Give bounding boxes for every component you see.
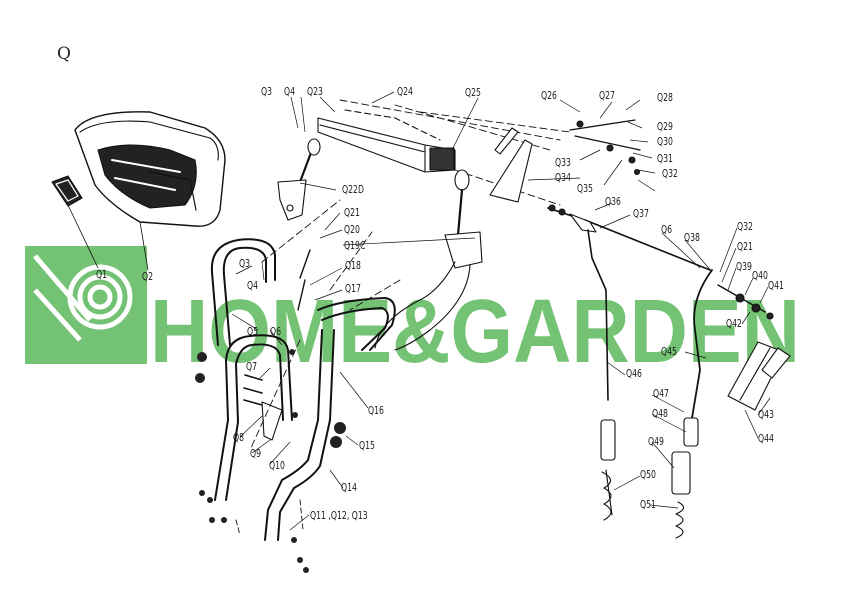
part-label: Q7: [246, 361, 258, 373]
part-label: Q32: [737, 221, 753, 233]
figure-label: Q: [57, 44, 71, 64]
part-label: Q41: [768, 280, 784, 292]
part-label: Q33: [555, 157, 571, 169]
part-label: Q49: [648, 436, 664, 448]
part-label: Q26: [541, 90, 557, 102]
cover-part-q2: [74, 111, 226, 227]
part-label: Q4: [247, 280, 259, 292]
part-label: Q16: [368, 405, 384, 417]
upper-handle-right: [317, 297, 396, 351]
part-label: Q35: [577, 183, 593, 195]
part-label: Q27: [599, 90, 615, 102]
rod-part-q46: [587, 229, 609, 401]
part-label: Q18: [345, 260, 361, 272]
part-label: Q36: [605, 196, 621, 208]
part-label: Q6: [661, 224, 673, 236]
part-label: Q29: [657, 121, 673, 133]
part-label: Q20: [344, 224, 360, 236]
part-label: Q31: [657, 153, 673, 165]
part-label: Q42: [726, 318, 742, 330]
part-label: Q40: [752, 270, 768, 282]
part-label: Q28: [657, 92, 673, 104]
clip-part-q1: [51, 175, 83, 207]
part-label: Q8: [233, 432, 245, 444]
part-label: Q22D: [342, 184, 364, 196]
part-label: Q50: [640, 469, 656, 481]
part-label: Q25: [465, 87, 481, 99]
part-label: Q17: [345, 283, 361, 295]
watermark: HOME&GARDEN: [25, 246, 800, 382]
lever-part-q45: [691, 269, 713, 419]
part-label: Q46: [626, 368, 642, 380]
control-bracket: [317, 109, 456, 173]
part-label: Q51: [640, 499, 656, 511]
part-label: Q44: [758, 433, 774, 445]
part-label: Q24: [397, 86, 413, 98]
part-label: Q5: [247, 326, 259, 338]
part-label: Q47: [653, 388, 669, 400]
part-label: Q1: [96, 269, 108, 281]
shift-lever-left: [277, 138, 321, 221]
part-label: Q6: [270, 326, 282, 338]
part-label: Q4: [284, 86, 296, 98]
part-label: Q30: [657, 136, 673, 148]
part-label: Q19C: [344, 240, 366, 252]
drawing: [51, 99, 791, 573]
part-label: Q34: [555, 172, 571, 184]
upper-handle-left: [210, 238, 276, 346]
lower-handles: [214, 329, 335, 541]
part-label: Q3: [261, 86, 273, 98]
part-label: Q21: [344, 207, 360, 219]
leader-lines: [231, 91, 771, 531]
part-label: Q45: [661, 346, 677, 358]
watermark-text: HOME&GARDEN: [150, 282, 800, 382]
part-label: Q14: [341, 482, 357, 494]
guide-part-q34: [489, 139, 533, 203]
part-label: Q32: [662, 168, 678, 180]
part-label: Q10: [269, 460, 285, 472]
shift-lever-center: [374, 169, 483, 351]
part-label: Q3: [239, 258, 251, 270]
part-label: Q48: [652, 408, 668, 420]
part-label: Q37: [633, 208, 649, 220]
part-label: Q38: [684, 232, 700, 244]
part-label: Q21: [737, 241, 753, 253]
part-label: Q43: [758, 409, 774, 421]
part-label: Q2: [142, 271, 154, 283]
part-label: Q39: [736, 261, 752, 273]
part-label: Q23: [307, 86, 323, 98]
part-label: Q9: [250, 448, 262, 460]
part-label: Q11 ,Q12, Q13: [310, 510, 368, 522]
part-label: Q15: [359, 440, 375, 452]
